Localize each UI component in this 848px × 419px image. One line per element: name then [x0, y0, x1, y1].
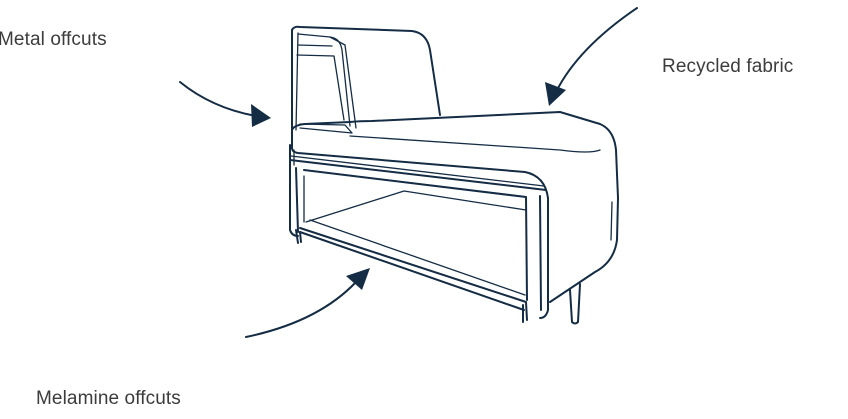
label-melamine-offcuts: Melamine offcuts	[36, 388, 181, 409]
chair-frame	[289, 155, 619, 321]
arrow-fabric	[545, 7, 638, 106]
chair-seat	[289, 111, 619, 199]
arrow-metal	[179, 81, 271, 127]
chair-backrest	[291, 25, 441, 131]
label-metal-offcuts: Metal offcuts	[0, 29, 107, 50]
chair-legs	[295, 229, 581, 325]
label-recycled-fabric: Recycled fabric	[662, 56, 794, 77]
arrow-melamine	[245, 268, 370, 338]
